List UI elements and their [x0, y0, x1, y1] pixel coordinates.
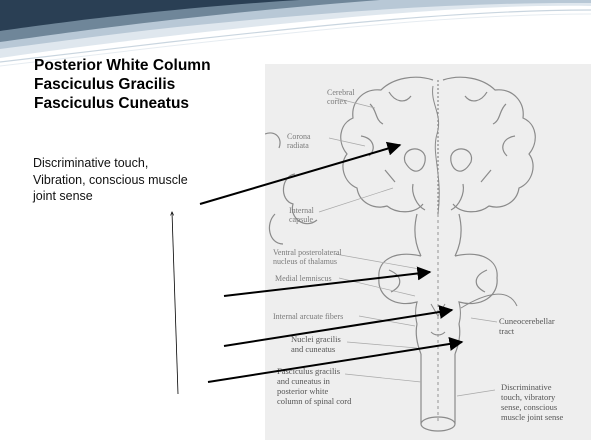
- arrow-to-medial-lemniscus: [224, 272, 430, 296]
- upward-arrow: [172, 212, 178, 394]
- arrow-to-nuclei: [224, 310, 452, 346]
- arrow-to-fasciculus: [208, 342, 462, 382]
- arrow-to-cortex: [200, 145, 400, 204]
